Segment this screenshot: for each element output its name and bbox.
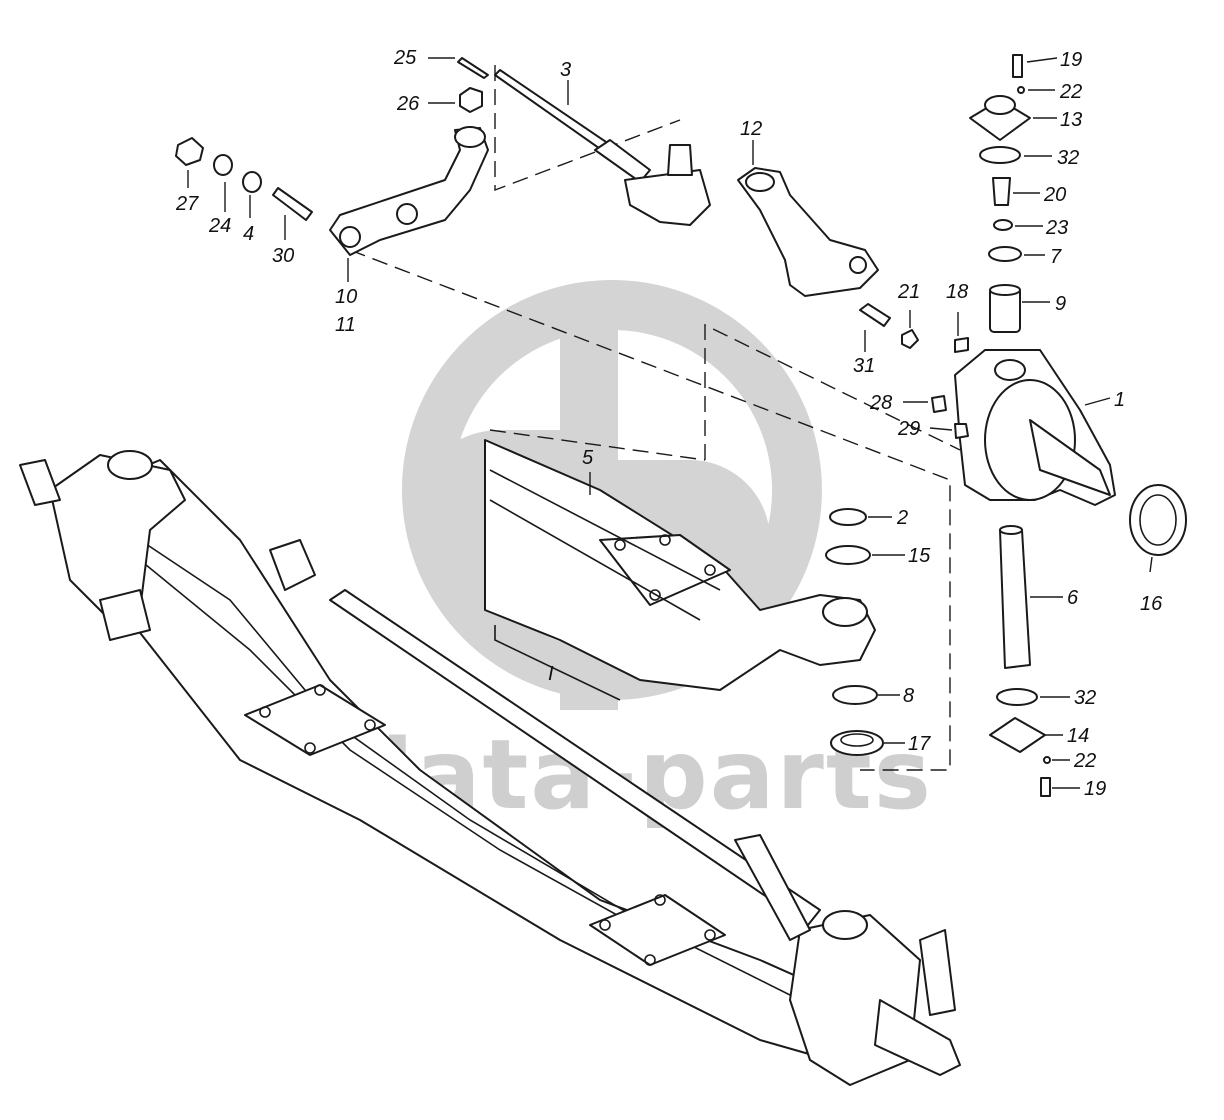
section-label: I (548, 663, 554, 685)
label-30: 30 (272, 245, 294, 267)
label-21: 21 (897, 281, 920, 303)
label-24: 24 (208, 215, 231, 237)
axle-assembly (19, 450, 961, 1086)
label-22-bottom: 22 (1073, 750, 1096, 772)
label-2: 2 (896, 507, 908, 529)
kingpin-cover-13 (969, 95, 1031, 141)
label-23: 23 (1045, 217, 1068, 239)
axle-beam-section (484, 439, 876, 691)
label-27: 27 (175, 193, 199, 215)
steering-knuckle-1 (954, 349, 1116, 506)
label-13: 13 (1060, 109, 1082, 131)
label-19-top: 19 (1060, 49, 1082, 71)
bolt-30 (272, 187, 313, 221)
label-1: 1 (1114, 389, 1125, 411)
washer-24 (213, 154, 233, 176)
leader-lines (187, 57, 1153, 789)
tie-rod-3 (494, 69, 711, 226)
o-ring-32-top (979, 146, 1021, 164)
label-31: 31 (853, 355, 875, 377)
label-8: 8 (903, 685, 914, 707)
label-14: 14 (1067, 725, 1089, 747)
label-7: 7 (1050, 246, 1062, 268)
label-19-bottom: 19 (1084, 778, 1106, 800)
label-16: 16 (1140, 593, 1163, 615)
label-10: 10 (335, 286, 357, 308)
label-22-top: 22 (1059, 81, 1082, 103)
label-20: 20 (1043, 184, 1066, 206)
callout-labels: 25 26 3 27 24 4 30 10 11 12 19 22 13 32 … (175, 47, 1163, 800)
cover-14 (989, 717, 1046, 753)
label-9: 9 (1055, 293, 1066, 315)
bushing-4 (242, 171, 262, 193)
washer-8 (832, 685, 878, 705)
shim-2 (829, 508, 867, 526)
label-32-bottom: 32 (1074, 687, 1096, 709)
label-4: 4 (243, 223, 254, 245)
bolt-19-bottom (1040, 777, 1051, 797)
nut-21 (901, 329, 919, 349)
assembly-guide-lines (349, 65, 961, 771)
label-26: 26 (396, 93, 420, 115)
label-28: 28 (869, 392, 892, 414)
label-25: 25 (393, 47, 417, 69)
label-17: 17 (908, 733, 931, 755)
label-29: 29 (897, 418, 920, 440)
washer-22-bottom (1043, 756, 1051, 764)
label-12: 12 (740, 118, 762, 140)
steering-arm-12 (737, 167, 879, 297)
washer-23 (993, 219, 1013, 231)
o-ring-32-bottom (996, 688, 1038, 706)
cotter-pin-25 (457, 57, 489, 79)
plug-28 (931, 395, 947, 413)
label-18: 18 (946, 281, 968, 303)
label-32-top: 32 (1057, 147, 1079, 169)
bolt-31 (859, 303, 891, 327)
castle-nut-26 (459, 87, 483, 113)
label-11: 11 (335, 314, 356, 336)
washer-22-top (1017, 86, 1025, 94)
plug-29 (954, 423, 969, 439)
seal-16 (1129, 484, 1187, 556)
bearing-17 (830, 730, 884, 756)
kingpin-6 (999, 525, 1031, 669)
washer-7 (988, 246, 1022, 262)
fitting-18 (954, 337, 969, 353)
label-5: 5 (582, 447, 594, 469)
label-6: 6 (1067, 587, 1079, 609)
nut-27 (175, 137, 204, 166)
label-3: 3 (560, 59, 571, 81)
washer-15 (825, 545, 871, 565)
label-15: 15 (908, 545, 931, 567)
bolt-19-top (1012, 54, 1023, 78)
bushing-9 (989, 284, 1021, 333)
steering-arm-10 (329, 126, 489, 256)
bolt-20 (992, 177, 1011, 206)
